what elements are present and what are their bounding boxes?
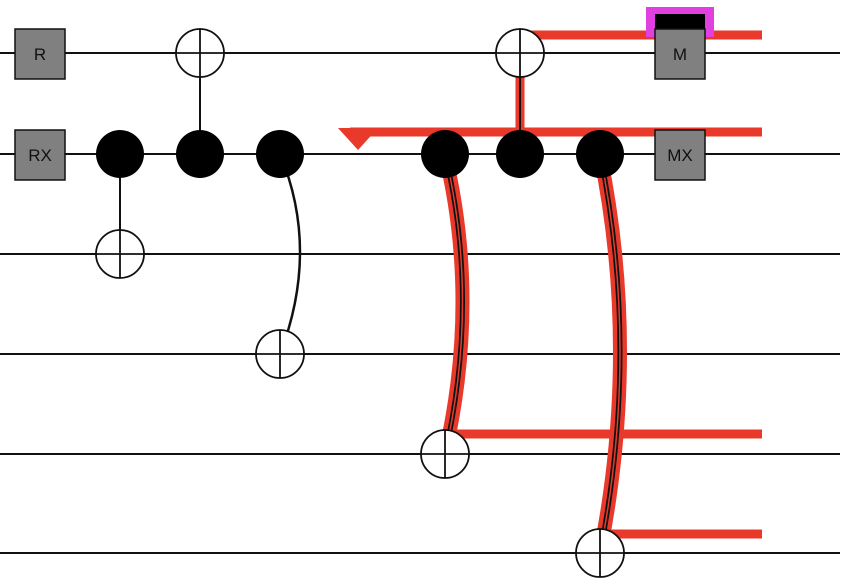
control-dots [96, 130, 624, 178]
target-6 [575, 528, 625, 578]
cnot-connector-5-inner [444, 153, 464, 455]
control-dot-1 [96, 130, 144, 178]
control-dot-3 [256, 130, 304, 178]
highlight-arrow [338, 128, 378, 150]
control-dot-6 [576, 130, 624, 178]
reset-gate: R [14, 28, 66, 80]
measure-x-gate-label: MX [667, 146, 693, 165]
target-3 [255, 329, 305, 379]
reset-x-gate: RX [14, 129, 66, 181]
target-1 [95, 229, 145, 279]
control-dot-2 [176, 130, 224, 178]
measure-gate: M [654, 28, 706, 80]
measure-x-gate: MX [654, 129, 706, 181]
target-5 [420, 429, 470, 479]
target-4 [495, 28, 545, 78]
control-dot-4 [421, 130, 469, 178]
reset-x-gate-label: RX [28, 146, 52, 165]
reset-gate-label: R [34, 45, 46, 64]
target-symbols [95, 28, 625, 578]
cnot-connector-3 [278, 153, 302, 355]
control-dot-5 [496, 130, 544, 178]
cnot-connector-6-inner [599, 153, 621, 554]
target-2 [175, 28, 225, 78]
measure-gate-label: M [673, 45, 687, 64]
highlight-paths [338, 30, 762, 555]
